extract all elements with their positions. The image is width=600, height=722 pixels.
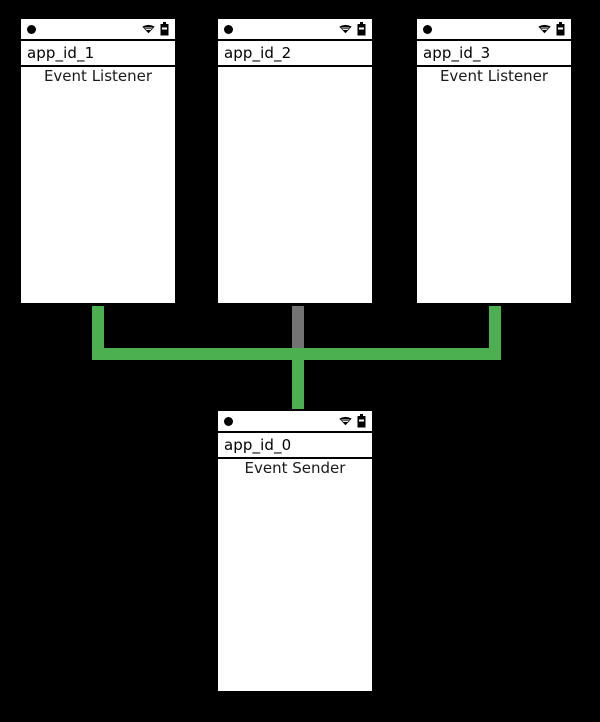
wire-app3-drop (489, 306, 501, 358)
app-screen[interactable]: Event Sender (218, 459, 372, 691)
app-title-bar: app_id_2 (218, 41, 372, 67)
app-title-label: app_id_2 (224, 43, 292, 62)
wire-sender-riser (292, 352, 304, 410)
app-role-label: Event Listener (43, 67, 153, 85)
app-screen[interactable]: Event Listener (21, 67, 175, 303)
battery-icon (556, 22, 565, 36)
status-bar-right (339, 22, 366, 36)
status-bar (417, 19, 571, 41)
status-bar-right (142, 22, 169, 36)
app-role-label: Event Sender (244, 459, 346, 477)
wire-app1-drop (92, 306, 104, 358)
dot-icon (224, 416, 233, 426)
status-bar (218, 411, 372, 433)
status-bar-left (27, 24, 36, 34)
wifi-icon (339, 24, 352, 34)
app-title-label: app_id_0 (224, 435, 292, 454)
status-bar (218, 19, 372, 41)
app-title-bar: app_id_3 (417, 41, 571, 67)
status-bar-right (339, 414, 366, 428)
app-screen[interactable] (218, 67, 372, 303)
status-bar-left (423, 24, 432, 34)
app-title-label: app_id_3 (423, 43, 491, 62)
wifi-icon (339, 416, 352, 426)
device-app_id_2[interactable]: app_id_2 (216, 17, 374, 305)
dot-icon (27, 24, 36, 34)
status-bar-left (224, 24, 233, 34)
app-title-bar: app_id_0 (218, 433, 372, 459)
battery-icon (160, 22, 169, 36)
app-role-label: Event Listener (439, 67, 549, 85)
app-title-bar: app_id_1 (21, 41, 175, 67)
battery-icon (357, 414, 366, 428)
status-bar-right (538, 22, 565, 36)
wifi-icon (142, 24, 155, 34)
wire-app2-drop (292, 306, 304, 352)
dot-icon (423, 24, 432, 34)
dot-icon (224, 24, 233, 34)
app-title-label: app_id_1 (27, 43, 95, 62)
status-bar (21, 19, 175, 41)
app-screen[interactable]: Event Listener (417, 67, 571, 303)
wifi-icon (538, 24, 551, 34)
battery-icon (357, 22, 366, 36)
status-bar-left (224, 416, 233, 426)
